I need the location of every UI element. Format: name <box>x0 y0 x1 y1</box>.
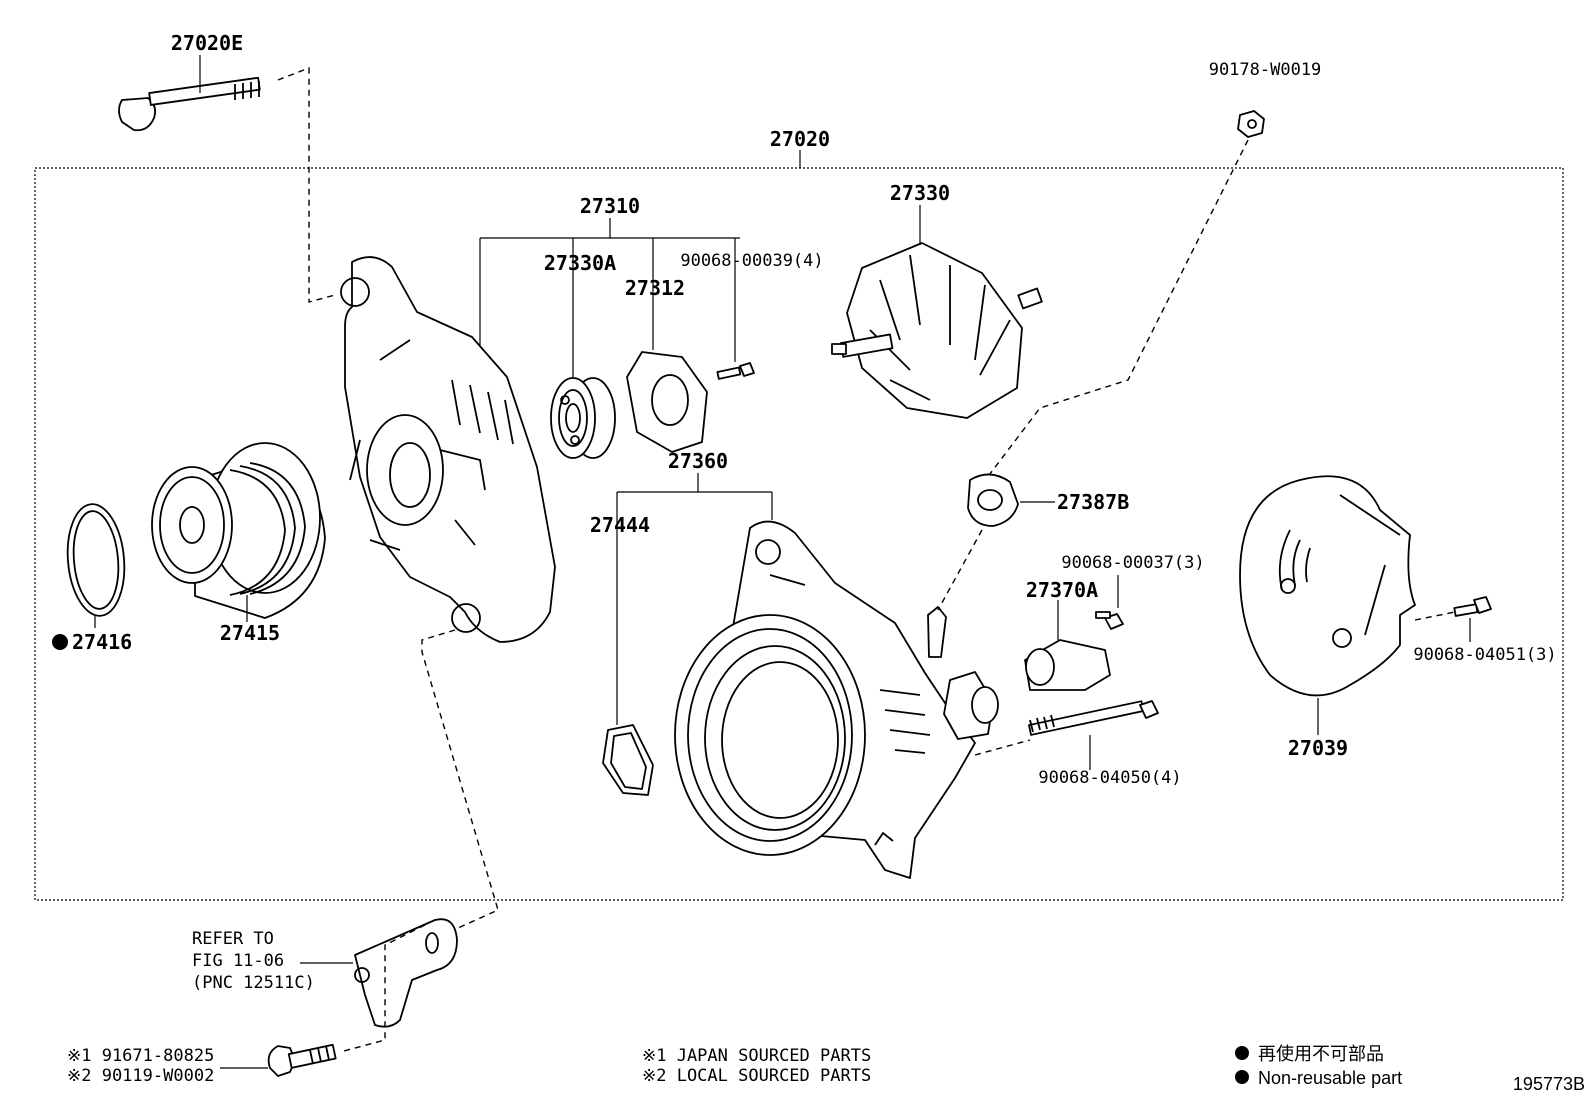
dashed-link-27387b <box>937 529 983 611</box>
label-90068-04050: 90068-04050(4) <box>1038 768 1181 788</box>
note-local-sourced: ※2 LOCAL SOURCED PARTS <box>642 1066 871 1086</box>
assembly-boundary <box>34 167 1564 901</box>
rotor-27330[interactable] <box>831 242 1043 419</box>
screw-90068-00039[interactable] <box>716 362 755 380</box>
drive-end-frame[interactable] <box>340 256 556 643</box>
dashed-link-90178 <box>979 139 1249 488</box>
bearing-27330a[interactable] <box>550 377 616 459</box>
retainer-plate-27312[interactable] <box>626 351 708 453</box>
bolt-90068-04051[interactable] <box>1453 596 1492 617</box>
refer-line-2: FIG 11-06 <box>192 951 284 971</box>
label-90178-w0019: 90178-W0019 <box>1209 60 1322 80</box>
gasket-27444[interactable] <box>602 724 654 796</box>
terminal-27370a[interactable] <box>1024 639 1111 691</box>
label-27330a: 27330A <box>544 251 616 275</box>
label-27312: 27312 <box>625 276 685 300</box>
legend-bullet-jp <box>1235 1046 1249 1060</box>
bolt-27020e[interactable] <box>118 76 261 132</box>
label-90068-04051: 90068-04051(3) <box>1413 645 1556 665</box>
refer-line-3: (PNC 12511C) <box>192 973 315 993</box>
cap-27387b[interactable] <box>967 473 1019 527</box>
rectifier-end-frame-27360[interactable] <box>674 520 999 879</box>
non-reusable-mark-27416 <box>52 634 68 650</box>
screw-90068-00037[interactable] <box>1095 611 1124 630</box>
figure-code: 195773B <box>1513 1074 1585 1094</box>
bolt-91671-90119[interactable] <box>267 1043 337 1077</box>
label-27020e: 27020E <box>171 31 243 55</box>
label-27415: 27415 <box>220 621 280 645</box>
bolt-90068-04050[interactable] <box>1028 700 1159 736</box>
dashed-link-27020e <box>277 66 336 303</box>
label-27310: 27310 <box>580 194 640 218</box>
label-27444: 27444 <box>590 513 650 537</box>
bolt-code-1: ※1 91671-80825 <box>67 1046 214 1066</box>
bolt-code-2: ※2 90119-W0002 <box>67 1066 214 1086</box>
dashed-link-frame-bracket <box>421 629 499 929</box>
ring-27416[interactable] <box>63 502 129 618</box>
label-27416: 27416 <box>72 630 132 654</box>
label-27330: 27330 <box>890 181 950 205</box>
label-27360: 27360 <box>668 449 728 473</box>
dashed-link-bracket-bolt <box>339 924 426 1053</box>
legend-bullet-en <box>1235 1070 1249 1084</box>
label-27020: 27020 <box>770 127 830 151</box>
label-90068-00037: 90068-00037(3) <box>1061 553 1204 573</box>
rear-cover-27039[interactable] <box>1239 475 1416 697</box>
refer-line-1: REFER TO <box>192 929 274 949</box>
label-27387b: 27387B <box>1057 490 1129 514</box>
dashed-link-90068-04050 <box>974 739 1031 756</box>
legend-en: Non-reusable part <box>1258 1068 1402 1088</box>
note-japan-sourced: ※1 JAPAN SOURCED PARTS <box>642 1046 871 1066</box>
label-90068-00039: 90068-00039(4) <box>680 251 823 271</box>
label-27039: 27039 <box>1288 736 1348 760</box>
pulley-27415[interactable] <box>151 442 326 619</box>
dashed-link-90068-04051 <box>1414 611 1456 621</box>
mounting-bracket-reference[interactable] <box>354 918 458 1028</box>
label-27370a: 27370A <box>1026 578 1098 602</box>
nut-90178-w0019[interactable] <box>1237 110 1265 138</box>
legend-jp: 再使用不可部品 <box>1258 1044 1384 1064</box>
